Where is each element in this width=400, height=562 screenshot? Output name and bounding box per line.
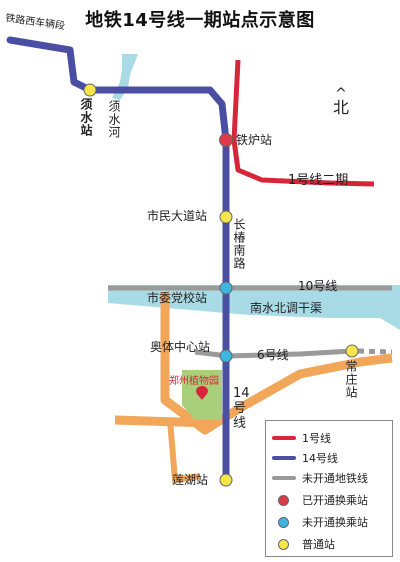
orange-road-left [160, 292, 393, 435]
changchun-south-road-label: 长椿南路 [232, 218, 246, 270]
north-arrow-icon: ^ [335, 86, 347, 102]
legend-unopened-swatch [272, 476, 296, 480]
lianhu-station-dot [219, 473, 233, 487]
legend-line1-swatch [272, 436, 296, 440]
legend-normal-station-dot [278, 538, 289, 550]
sports-center-station-label: 奥体中心站 [150, 340, 211, 354]
line14-label: 14号线 [233, 386, 250, 431]
xushui-station-label: 须水站 [79, 98, 93, 137]
south-north-canal-label: 南水北调干渠 [250, 301, 323, 315]
map-title: 地铁14号线一期站点示意图 [85, 10, 315, 31]
botanical-garden-label: 郑州植物园 [169, 376, 219, 387]
changzhuang-station-dot [345, 344, 359, 358]
lianhu-station-label: 莲湖站 [172, 473, 209, 487]
legend-item-unopened-transfer: 未开通换乘站 [272, 515, 368, 529]
line6-track [194, 348, 353, 359]
tielu-station-dot [219, 133, 233, 147]
legend-item-unopened-line: 未开通地铁线 [272, 471, 368, 485]
legend-line1-label: 1号线 [302, 432, 331, 445]
line6-label: 6号线 [257, 348, 289, 362]
legend-item-line1: 1号线 [272, 431, 331, 445]
xushui-station-dot [83, 83, 97, 97]
legend-normal-station-label: 普通站 [302, 538, 335, 551]
south-north-canal [108, 285, 400, 330]
line6-future-dashed [357, 348, 393, 355]
map-legend: 1号线 14号线 未开通地铁线 已开通换乘站 未开通换乘站 普通站 [265, 420, 393, 557]
legend-line14-label: 14号线 [302, 452, 338, 465]
line10-label: 10号线 [298, 279, 338, 293]
legend-item-open-transfer: 已开通换乘站 [272, 493, 368, 507]
legend-item-normal-station: 普通站 [272, 537, 335, 551]
xushui-river-label: 须水河 [107, 100, 121, 139]
sports-center-station-dot [219, 349, 233, 363]
party-school-station-label: 市委党校站 [147, 291, 208, 305]
shimin-avenue-station-label: 市民大道站 [147, 209, 208, 223]
legend-unopened-label: 未开通地铁线 [302, 472, 368, 485]
park-marker-icon [196, 386, 208, 400]
line1-phase2-label: 1号线二期 [288, 173, 349, 188]
line1-track [231, 59, 375, 187]
legend-open-transfer-label: 已开通换乘站 [302, 494, 368, 507]
legend-line14-swatch [272, 456, 296, 460]
changzhuang-station-label: 常庄站 [344, 360, 358, 399]
legend-unopened-transfer-label: 未开通换乘站 [302, 516, 368, 529]
north-label: 北 [332, 98, 349, 117]
shimin-avenue-station-dot [219, 210, 233, 224]
legend-open-transfer-dot [278, 494, 289, 506]
tielu-station-label: 铁炉站 [236, 133, 273, 147]
party-school-station-dot [219, 281, 233, 295]
north-indicator: ^ 北 [326, 86, 356, 117]
legend-unopened-transfer-dot [278, 516, 289, 528]
orange-road-bottom [167, 419, 201, 484]
legend-item-line14: 14号线 [272, 451, 338, 465]
